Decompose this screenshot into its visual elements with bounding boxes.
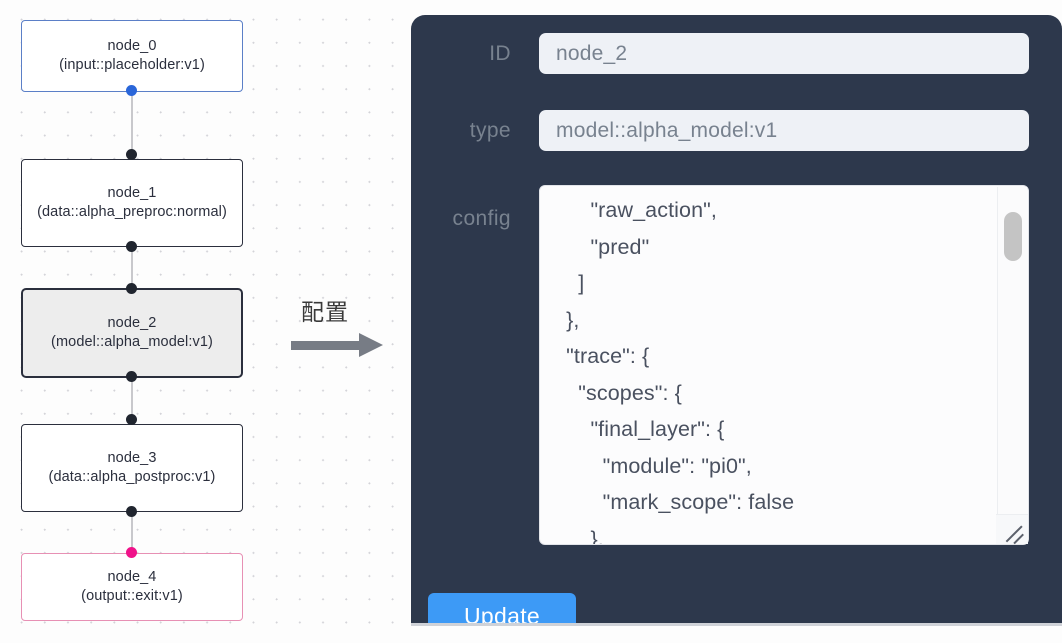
port-node_2-out[interactable]	[126, 371, 137, 382]
id-input[interactable]	[539, 33, 1029, 74]
edge-node3-node4	[131, 509, 134, 553]
port-node_3-out[interactable]	[126, 506, 137, 517]
port-node_1-in[interactable]	[126, 149, 137, 160]
port-node_3-in[interactable]	[126, 414, 137, 425]
graph-node-node_1[interactable]: node_1(data::alpha_preproc:normal)	[21, 159, 243, 247]
graph-node-node_3[interactable]: node_3(data::alpha_postproc:v1)	[21, 424, 243, 512]
config-field-label: config	[452, 207, 511, 230]
id-field-label: ID	[489, 41, 511, 65]
port-node_2-in[interactable]	[126, 283, 137, 294]
transition-label: 配置	[301, 300, 349, 326]
form-row-id: ID	[429, 33, 1029, 74]
edge-node0-node1	[131, 88, 134, 160]
node-label: node_4(output::exit:v1)	[81, 569, 183, 604]
graph-node-node_4[interactable]: node_4(output::exit:v1)	[21, 553, 243, 621]
type-input[interactable]	[539, 110, 1029, 151]
form-row-type: type	[429, 110, 1029, 151]
port-node_1-out[interactable]	[126, 241, 137, 252]
update-button[interactable]: Update	[428, 593, 576, 623]
config-textarea-wrapper: "raw_action", "pred" ] }, "trace": { "sc…	[539, 185, 1029, 545]
node-label: node_2(model::alpha_model:v1)	[51, 315, 213, 350]
form-row-config: config "raw_action", "pred" ] }, "trace"…	[429, 185, 1029, 545]
vertical-scrollbar[interactable]	[997, 187, 1027, 543]
graph-canvas[interactable]: node_0(input::placeholder:v1) node_1(dat…	[0, 0, 398, 643]
panel-bottom-divider	[411, 623, 1062, 626]
type-field-label: type	[469, 118, 511, 142]
graph-node-node_0[interactable]: node_0(input::placeholder:v1)	[21, 20, 243, 92]
arrow-shaft	[291, 341, 361, 350]
transition-annotation: 配置	[291, 299, 397, 358]
right-arrow-icon	[291, 333, 397, 358]
port-node_4-in[interactable]	[126, 547, 137, 558]
arrow-head	[359, 333, 383, 357]
edge-node1-node2	[131, 244, 134, 292]
graph-node-node_2[interactable]: node_2(model::alpha_model:v1)	[21, 288, 243, 378]
resize-grip-icon[interactable]	[996, 514, 1028, 544]
port-node_0-out[interactable]	[126, 85, 137, 96]
scrollbar-thumb[interactable]	[1004, 212, 1022, 261]
node-label: node_0(input::placeholder:v1)	[59, 38, 205, 73]
config-panel: ID type config "raw_action", "pred" ] },…	[411, 15, 1062, 623]
edge-node2-node3	[131, 374, 134, 420]
node-label: node_1(data::alpha_preproc:normal)	[37, 185, 227, 220]
node-label: node_3(data::alpha_postproc:v1)	[48, 450, 216, 485]
config-textarea[interactable]: "raw_action", "pred" ] }, "trace": { "sc…	[539, 185, 1029, 545]
